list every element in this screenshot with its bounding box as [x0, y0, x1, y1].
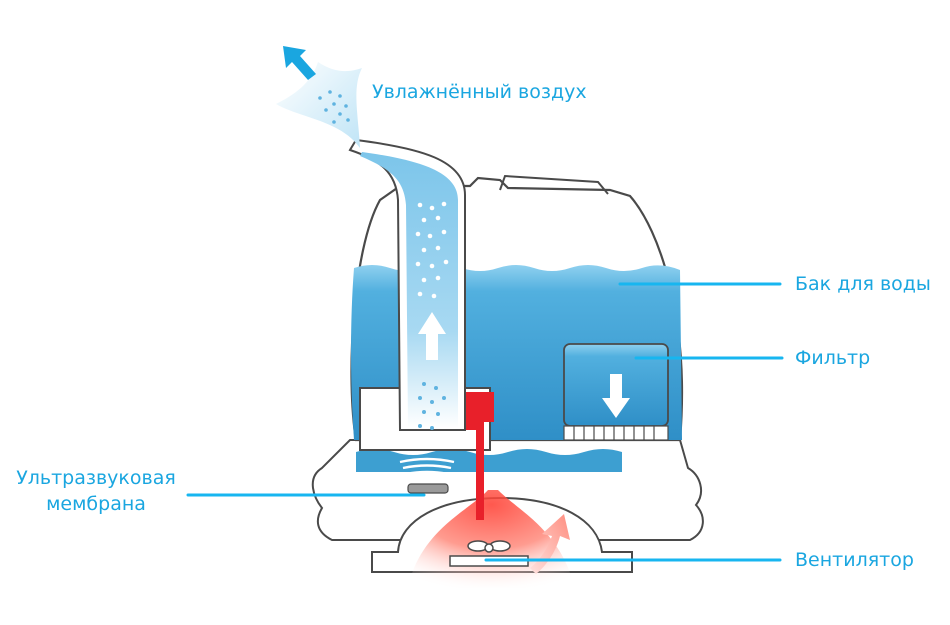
- filter-comb: [563, 425, 669, 441]
- mist-droplets: [415, 201, 449, 299]
- arrow-up-icon: [418, 312, 446, 360]
- mist-droplets-lower: [418, 382, 446, 430]
- arrow-down-icon: [602, 374, 630, 418]
- arrow-up-left-icon: [283, 46, 316, 80]
- leader-lines: [186, 282, 784, 562]
- label-fan: Вентилятор: [795, 549, 914, 571]
- mist-plume: [276, 62, 362, 148]
- label-filter: Фильтр: [795, 347, 870, 369]
- hot-air-duct: [466, 392, 494, 520]
- label-humid-air: Увлажнённый воздух: [372, 81, 587, 103]
- label-water-tank: Бак для воды: [795, 273, 931, 295]
- ultrasonic-membrane: [407, 483, 449, 494]
- mist-plume-dots: [318, 90, 350, 124]
- label-membrane-line1: Ультразвуковая: [16, 467, 176, 489]
- membrane-waves: [399, 457, 455, 476]
- tank-handle: [499, 174, 609, 195]
- label-membrane-line2: мембрана: [46, 493, 146, 515]
